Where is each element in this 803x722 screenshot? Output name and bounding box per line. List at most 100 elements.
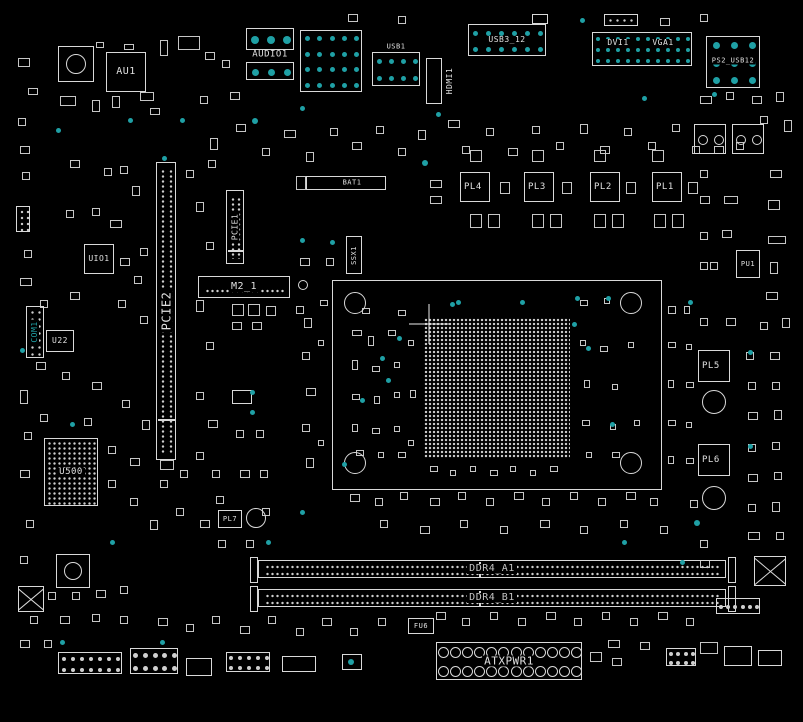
passive-component [208, 420, 218, 428]
passive-component [318, 340, 324, 346]
pin-hole [264, 666, 269, 670]
pin-hole [283, 68, 291, 76]
passive-component [374, 396, 380, 404]
pin-hole [461, 647, 473, 658]
pin-hole [730, 76, 738, 84]
test-point [162, 156, 167, 161]
pin-hole [752, 135, 762, 145]
usb-block [372, 52, 420, 86]
pin-hole [486, 30, 491, 36]
passive-component [672, 124, 680, 132]
pin-hole [683, 651, 688, 656]
slot-ddr4-b1: DDR4_B1 [250, 586, 736, 612]
pin-hole [267, 68, 275, 76]
test-point [250, 410, 255, 415]
pin-hole [238, 656, 243, 660]
component-bottom-6 [342, 654, 362, 670]
circle-marker [64, 562, 82, 580]
test-point [622, 540, 627, 545]
passive-component [28, 88, 38, 95]
passive-component [240, 470, 250, 478]
test-point [450, 302, 455, 307]
pin-hole [616, 59, 620, 64]
label-pl2: PL2 [594, 181, 612, 192]
passive-component [18, 118, 26, 126]
pin-hole [646, 59, 650, 64]
pin-hole [748, 42, 756, 50]
passive-component [70, 292, 80, 300]
passive-component [686, 618, 694, 626]
test-point [300, 238, 305, 243]
passive-component [18, 58, 30, 67]
audio-jack-block-2 [246, 62, 294, 80]
label-com1: COM1 [30, 319, 39, 345]
passive-component [760, 322, 768, 330]
test-point [250, 390, 255, 395]
pin-hole [437, 647, 449, 658]
xbox-bottom-left [18, 586, 44, 612]
header-bottom-3 [186, 658, 212, 676]
pin-hole [388, 59, 394, 64]
passive-component [500, 182, 510, 194]
pin-hole [133, 653, 139, 658]
pin-hole [733, 605, 738, 609]
passive-component [236, 430, 244, 438]
passive-component [96, 590, 106, 598]
passive-component [668, 306, 676, 314]
hdmi-connector [426, 58, 442, 104]
circle-marker [344, 452, 366, 474]
passive-component [318, 440, 324, 446]
pin-hole [755, 605, 760, 609]
passive-component [546, 612, 556, 620]
test-point [520, 300, 525, 305]
passive-component [462, 146, 470, 154]
passive-component [514, 492, 524, 500]
passive-component [570, 492, 578, 500]
label-pl6: PL6 [702, 454, 720, 465]
passive-component [470, 466, 476, 472]
passive-component [158, 618, 168, 626]
passive-component [306, 152, 314, 162]
pin-hole [317, 51, 323, 57]
pin-hole [70, 656, 75, 661]
pin-hole [626, 59, 630, 64]
passive-component [84, 418, 92, 426]
circle-marker [702, 390, 726, 414]
passive-component [590, 652, 602, 662]
passive-component [352, 394, 360, 400]
passive-component [400, 492, 408, 500]
pin-hole [606, 36, 610, 41]
passive-component [380, 520, 388, 528]
battery-bat1 [306, 176, 386, 190]
passive-component [26, 520, 34, 528]
test-point [20, 348, 25, 353]
passive-component [122, 400, 130, 408]
header-left-edge [16, 206, 30, 232]
passive-component [508, 148, 518, 156]
pin-hole [686, 59, 690, 64]
pin-hole [616, 48, 620, 52]
inductor-pl1: PL1 [652, 172, 682, 202]
passive-component [256, 430, 264, 438]
passive-component [726, 318, 736, 326]
test-point [360, 398, 365, 403]
pin-hole [70, 667, 75, 672]
inductor-pl6: PL6 [698, 444, 730, 476]
pin-hole [400, 76, 406, 81]
pin-hole [668, 651, 673, 656]
pin-hole [559, 647, 571, 658]
passive-component [268, 616, 276, 624]
circle-marker [702, 486, 726, 510]
pin-hole [486, 666, 498, 677]
pin-hole [676, 59, 680, 64]
passive-component [218, 540, 226, 548]
pin-hole [388, 76, 394, 81]
box-ring-bottom-left [56, 554, 90, 588]
passive-component [368, 336, 374, 346]
pin-hole [571, 647, 583, 658]
passive-component [92, 100, 100, 112]
chip-uio1: UIO1 [84, 244, 114, 274]
passive-component [550, 466, 558, 472]
passive-component [20, 640, 30, 648]
